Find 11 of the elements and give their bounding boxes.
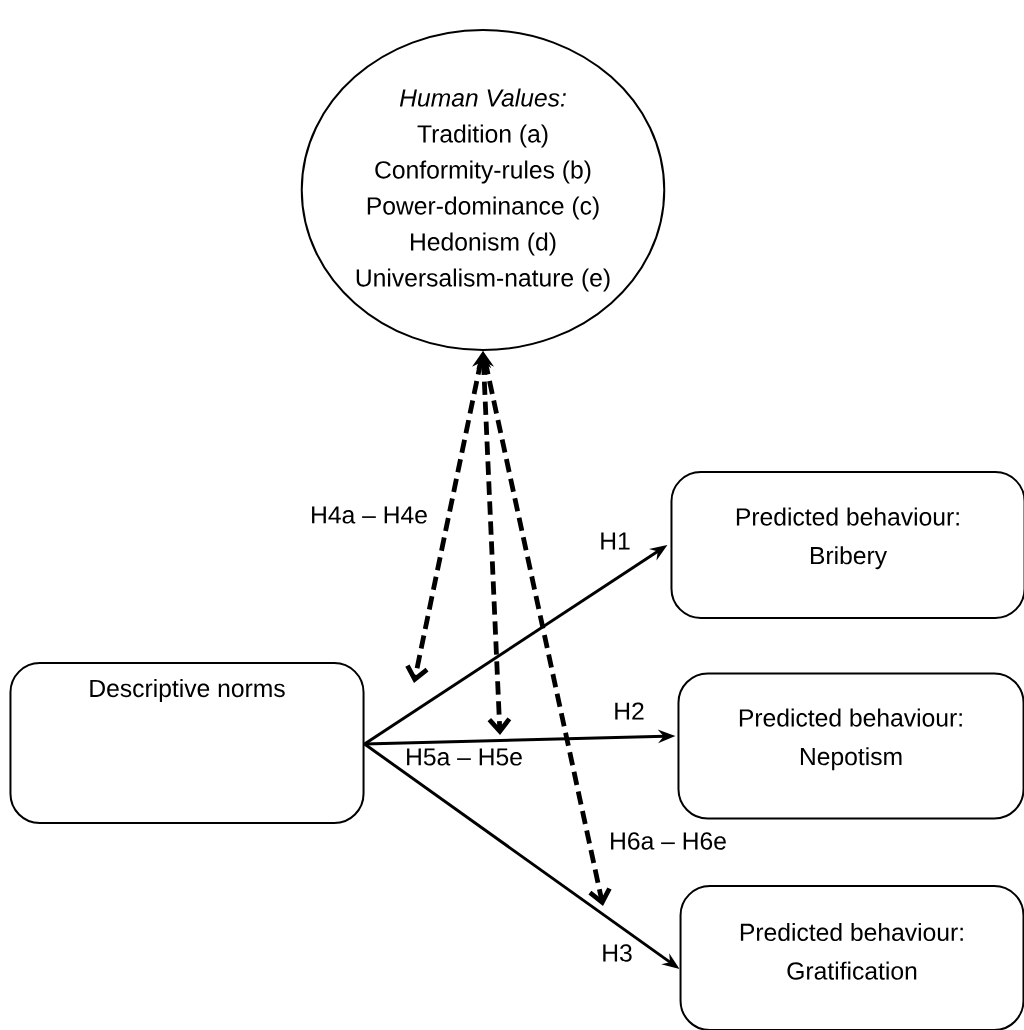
edge-label: H3 xyxy=(599,942,635,964)
edge-label: H4a – H4e xyxy=(308,505,430,525)
rounded-box: Predicted behaviour: Bribery xyxy=(670,471,1024,619)
rounded-box: Predicted behaviour: Gratification xyxy=(679,885,1024,1030)
edge-label: H5a – H5e xyxy=(403,747,525,767)
rounded-box: Predicted behaviour: Nepotism xyxy=(677,672,1024,820)
rounded-box: Descriptive norms xyxy=(9,662,365,824)
ellipse-node: Human Values: Tradition (a) Conformity-rules (b) Power-dominance (c) Hedonism (d) Universalism-nature (e) xyxy=(300,29,666,351)
edge-label: H6a – H6e xyxy=(607,830,729,852)
edge-label: H1 xyxy=(597,531,633,551)
edge-label: H2 xyxy=(611,701,647,721)
